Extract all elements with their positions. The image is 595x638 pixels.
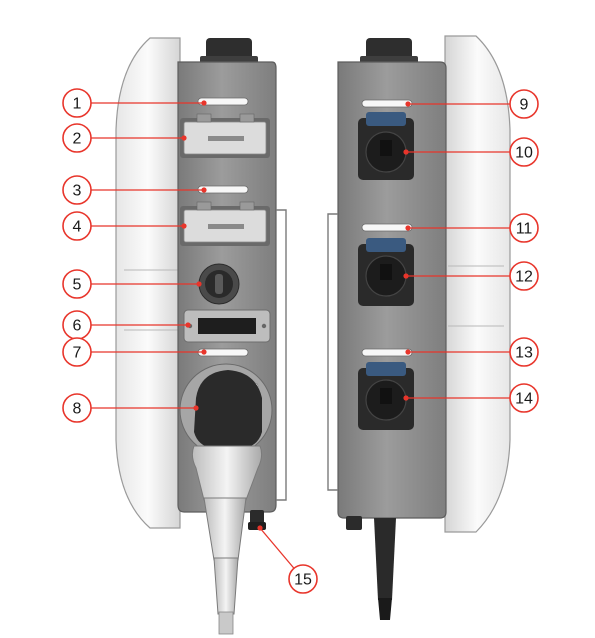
rfid-panel-4 (180, 201, 270, 246)
callout-number: 6 (73, 318, 82, 335)
callout-anchor-dot (201, 187, 207, 193)
callout-anchor-dot (193, 405, 199, 411)
callout-5: 5 (62, 269, 202, 299)
callout-circle (509, 213, 539, 243)
callout-anchor-dot (201, 349, 207, 355)
right-unit (327, 35, 511, 620)
callout-anchor-dot (181, 135, 187, 141)
left-bracket (276, 209, 287, 501)
right-shell (444, 35, 511, 533)
callout-circle (509, 383, 539, 413)
right-bracket (327, 213, 338, 491)
callout-number: 15 (294, 572, 312, 589)
callout-1: 1 (62, 88, 207, 118)
led-strip-1 (197, 97, 249, 106)
callout-7: 7 (62, 337, 207, 367)
socket-10 (358, 112, 414, 180)
callout-circle (509, 137, 539, 167)
callout-circle (288, 564, 318, 594)
callout-15: 15 (257, 525, 318, 594)
callout-anchor-dot (405, 225, 411, 231)
callout-6: 6 (62, 310, 191, 340)
callout-10: 10 (403, 137, 539, 167)
callout-circle (509, 261, 539, 291)
callout-circle (62, 337, 92, 367)
cable-holster-8 (179, 363, 273, 457)
callout-number: 7 (73, 345, 82, 362)
led-strip-9 (361, 99, 413, 108)
rfid-panel-2 (180, 113, 270, 158)
callout-anchor-dot (403, 273, 409, 279)
key-switch-5 (198, 263, 240, 305)
cable-gland-15 (248, 510, 266, 530)
callout-anchor-dot (181, 223, 187, 229)
socket-14 (358, 362, 414, 430)
callout-number: 11 (516, 221, 533, 238)
left-cable-gland-top (206, 38, 252, 60)
callout-circle (509, 337, 539, 367)
callout-anchor-dot (403, 395, 409, 401)
callout-14: 14 (403, 383, 539, 413)
callout-number: 9 (520, 97, 529, 114)
socket-12 (358, 238, 414, 306)
callout-number: 12 (515, 269, 533, 286)
left-shell (115, 37, 181, 529)
callout-circle (62, 393, 92, 423)
callout-number: 1 (73, 96, 82, 113)
callout-number: 14 (515, 391, 533, 408)
charging-plug (191, 445, 263, 635)
display-6 (183, 309, 271, 343)
callout-number: 5 (73, 277, 82, 294)
callout-anchor-dot (196, 281, 202, 287)
callout-2: 2 (62, 123, 187, 153)
callout-anchor-dot (405, 101, 411, 107)
callout-8: 8 (62, 393, 199, 423)
callout-number: 4 (73, 219, 82, 236)
callout-9: 9 (405, 89, 539, 119)
led-strip-13 (361, 348, 413, 357)
callout-12: 12 (403, 261, 539, 291)
callout-number: 13 (515, 345, 533, 362)
callout-number: 3 (73, 183, 82, 200)
right-cable-gland-top (366, 38, 412, 60)
left-unit (115, 37, 287, 635)
callout-number: 8 (73, 401, 82, 418)
callout-number: 2 (73, 131, 82, 148)
callout-11: 11 (405, 213, 539, 243)
callout-circle (62, 211, 92, 241)
callout-circle (509, 89, 539, 119)
callout-anchor-dot (405, 349, 411, 355)
callout-anchor-dot (201, 100, 207, 106)
right-bottom-cables (346, 516, 396, 620)
callout-anchor-dot (185, 322, 191, 328)
callout-anchor-dot (257, 525, 263, 531)
callout-number: 10 (515, 145, 533, 162)
callout-4: 4 (62, 211, 187, 241)
callout-circle (62, 175, 92, 205)
callout-circle (62, 269, 92, 299)
callout-anchor-dot (403, 149, 409, 155)
callout-circle (62, 123, 92, 153)
callout-3: 3 (62, 175, 207, 205)
callout-circle (62, 88, 92, 118)
led-strip-11 (361, 223, 413, 232)
callout-13: 13 (405, 337, 539, 367)
